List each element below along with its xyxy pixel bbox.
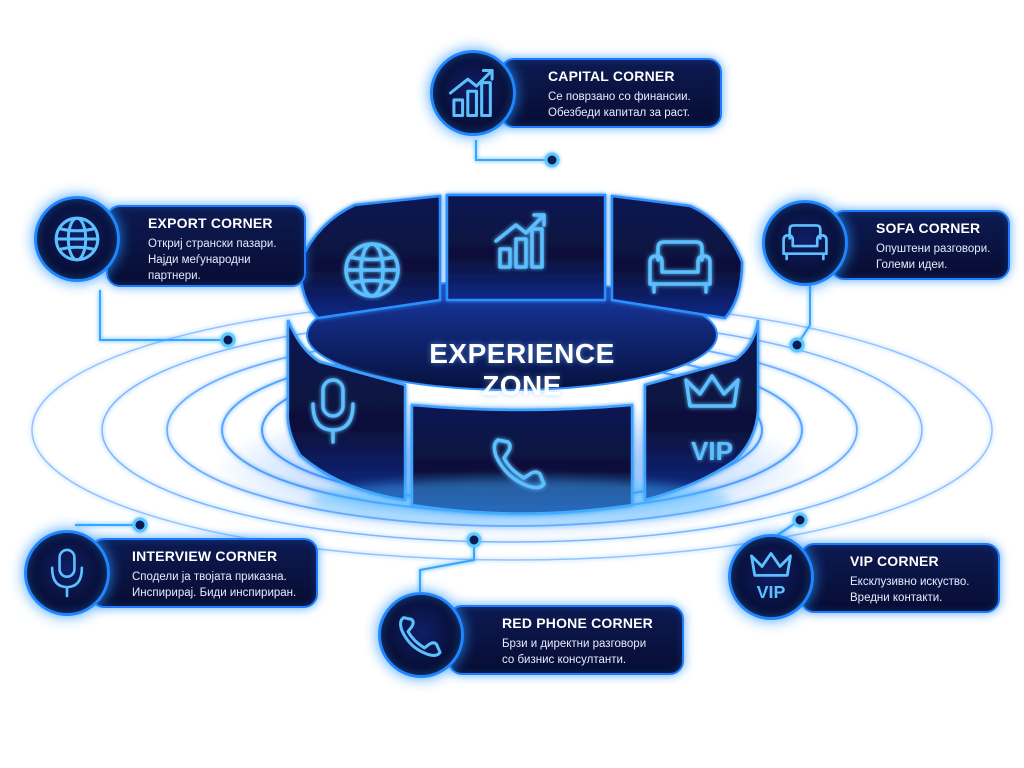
connector-dots — [132, 152, 808, 548]
vip-corner-desc: Ексклузивно искуство. Вредни контакти. — [850, 576, 970, 604]
panel-globe-icon — [344, 242, 400, 298]
sofa-corner-desc: Опуштени разговори. Големи идеи. — [876, 243, 991, 271]
panel-crown-icon — [684, 374, 740, 408]
capital-corner-badge — [430, 50, 516, 136]
interview-corner-desc: Сподели ја твојата приказна. Инспирирај.… — [132, 571, 297, 599]
capital-corner-desc: Се поврзано со финансии. Обезбеди капита… — [548, 91, 691, 119]
interview-corner-title: INTERVIEW CORNER — [132, 548, 278, 564]
export-corner-title: EXPORT CORNER — [148, 215, 273, 231]
export-corner-badge — [34, 196, 120, 282]
red-phone-corner-badge — [378, 592, 464, 678]
vip-corner-title: VIP CORNER — [850, 553, 939, 569]
sofa-corner-card: SOFA CORNER Опуштени разговори. Големи и… — [830, 210, 1010, 280]
interview-corner-badge — [24, 530, 110, 616]
phone-icon — [399, 616, 442, 657]
red-phone-corner-card: RED PHONE CORNER Брзи и директни разгово… — [448, 605, 684, 675]
vip-corner-badge: VIP — [728, 534, 814, 620]
crown-vip-icon: VIP — [750, 552, 792, 602]
growth-chart-icon — [448, 68, 494, 118]
globe-icon — [54, 216, 100, 262]
red-phone-corner-title: RED PHONE CORNER — [502, 615, 653, 631]
back-panels — [298, 193, 744, 320]
export-corner-desc: Откриј странски пазари. Најди меѓународн… — [148, 238, 277, 282]
vip-corner-card: VIP CORNER Ексклузивно искуство. Вредни … — [800, 543, 1000, 613]
sofa-corner-badge — [762, 200, 848, 286]
panel-sofa-icon — [648, 240, 712, 294]
capital-corner-card: CAPITAL CORNER Се поврзано со финансии. … — [500, 58, 722, 128]
export-corner-card: EXPORT CORNER Откриј странски пазари. На… — [106, 205, 306, 287]
capital-corner-title: CAPITAL CORNER — [548, 68, 675, 84]
interview-corner-card: INTERVIEW CORNER Сподели ја твојата прик… — [90, 538, 318, 608]
panel-icons — [311, 213, 740, 490]
center-title-line2: ZONE — [482, 370, 562, 401]
sofa-icon — [782, 224, 828, 261]
sofa-corner-title: SOFA CORNER — [876, 220, 981, 236]
microphone-icon — [50, 548, 84, 598]
panel-growth-chart-icon — [494, 213, 546, 269]
red-phone-corner-desc: Брзи и директни разговори со бизнис конс… — [502, 638, 647, 666]
panel-phone-icon — [492, 438, 546, 490]
cylinder-base-glow — [310, 478, 730, 522]
panel-microphone-icon — [311, 378, 355, 444]
experience-zone-title: EXPERIENCE ZONE — [412, 338, 632, 402]
panel-vip-text: VIP — [691, 436, 733, 466]
center-title-line1: EXPERIENCE — [429, 338, 615, 369]
vip-badge-text: VIP — [757, 582, 786, 602]
